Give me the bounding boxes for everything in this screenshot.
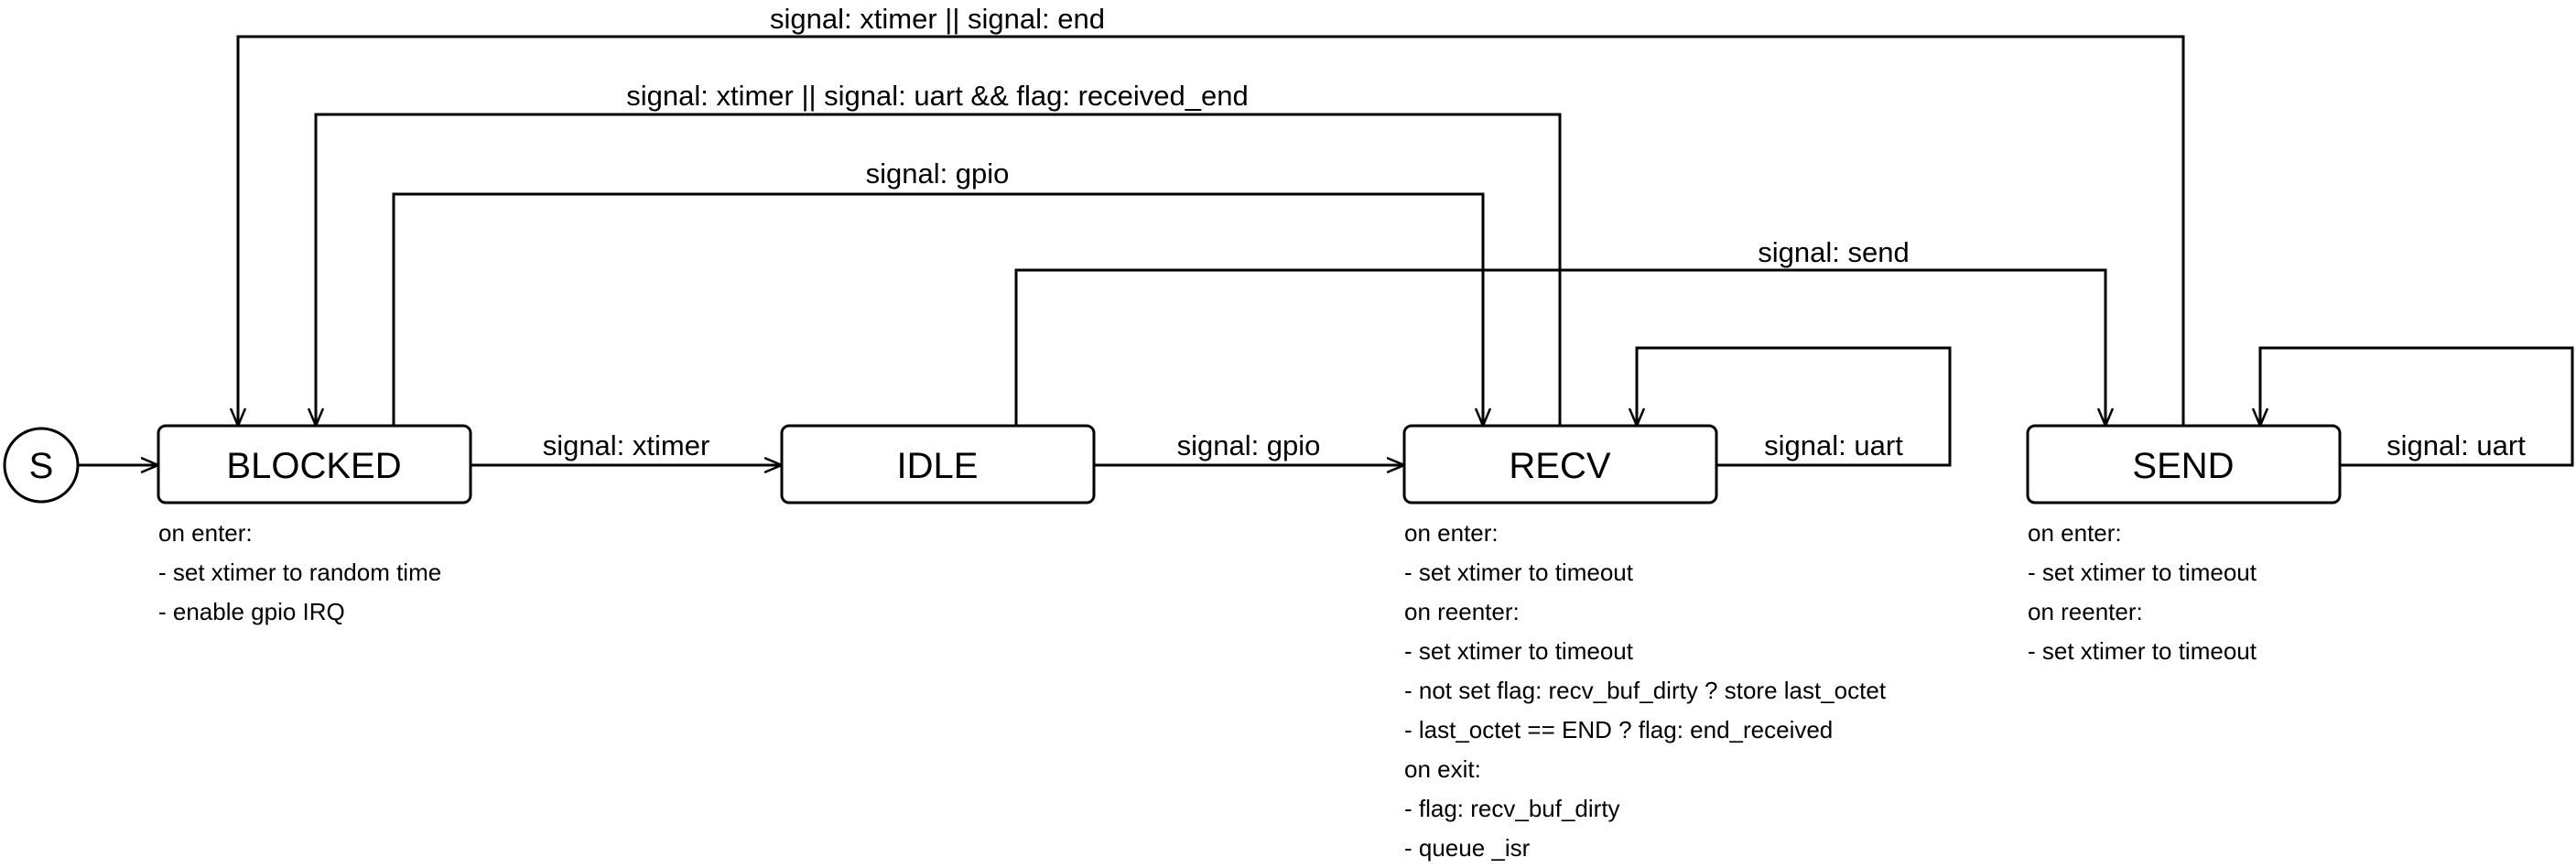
edge-idle-to-send [1014,268,2105,426]
state-idle-label: IDLE [897,446,979,486]
start-state-label: S [29,446,54,486]
state-send: SEND [2026,424,2342,505]
note-send-line: on enter: [2028,519,2122,547]
note-recv-line: - not set flag: recv_buf_dirty ? store l… [1404,677,1887,704]
label-send-self-loop: signal: uart [2387,429,2526,461]
label-recv-self-loop: signal: uart [1764,429,1903,461]
note-send-line: - set xtimer to timeout [2028,559,2257,586]
note-recv-line: - last_octet == END ? flag: end_received [1404,716,1833,743]
start-state: S [3,427,80,504]
edge-recv-self-loop [1637,346,1952,467]
notes-blocked: on enter: - set xtimer to random time - … [158,519,441,625]
label-recv-to-blocked: signal: xtimer || signal: uart && flag: … [626,80,1249,112]
label-blocked-to-idle: signal: xtimer [543,429,710,461]
state-recv: RECV [1402,424,1718,505]
state-idle: IDLE [780,424,1096,505]
note-send-line: - set xtimer to timeout [2028,637,2257,665]
notes-send: on enter: - set xtimer to timeout on ree… [2028,519,2257,665]
note-recv-line: on enter: [1404,519,1499,547]
label-idle-to-recv: signal: gpio [1177,429,1321,461]
state-send-label: SEND [2132,446,2234,486]
state-recv-label: RECV [1509,446,1610,486]
note-recv-line: - set xtimer to timeout [1404,559,1634,586]
note-blocked-line: on enter: [158,519,253,547]
note-recv-line: - flag: recv_buf_dirty [1404,795,1620,822]
note-blocked-line: - enable gpio IRQ [158,598,345,625]
label-blocked-to-recv: signal: gpio [866,157,1010,190]
note-recv-line: - queue _isr [1404,834,1531,862]
note-recv-line: on exit: [1404,755,1481,783]
note-blocked-line: - set xtimer to random time [158,559,441,586]
edge-blocked-to-recv [392,192,1483,426]
label-idle-to-send: signal: send [1758,236,1909,268]
note-recv-line: on reenter: [1404,598,1520,625]
edge-send-to-blocked [238,35,2185,426]
state-blocked-label: BLOCKED [226,446,401,486]
label-send-to-blocked: signal: xtimer || signal: end [770,3,1105,35]
note-recv-line: - set xtimer to timeout [1404,637,1634,665]
edge-send-self-loop [2260,346,2574,467]
notes-recv: on enter: - set xtimer to timeout on ree… [1404,519,1887,862]
note-send-line: on reenter: [2028,598,2143,625]
state-blocked: BLOCKED [157,424,472,505]
